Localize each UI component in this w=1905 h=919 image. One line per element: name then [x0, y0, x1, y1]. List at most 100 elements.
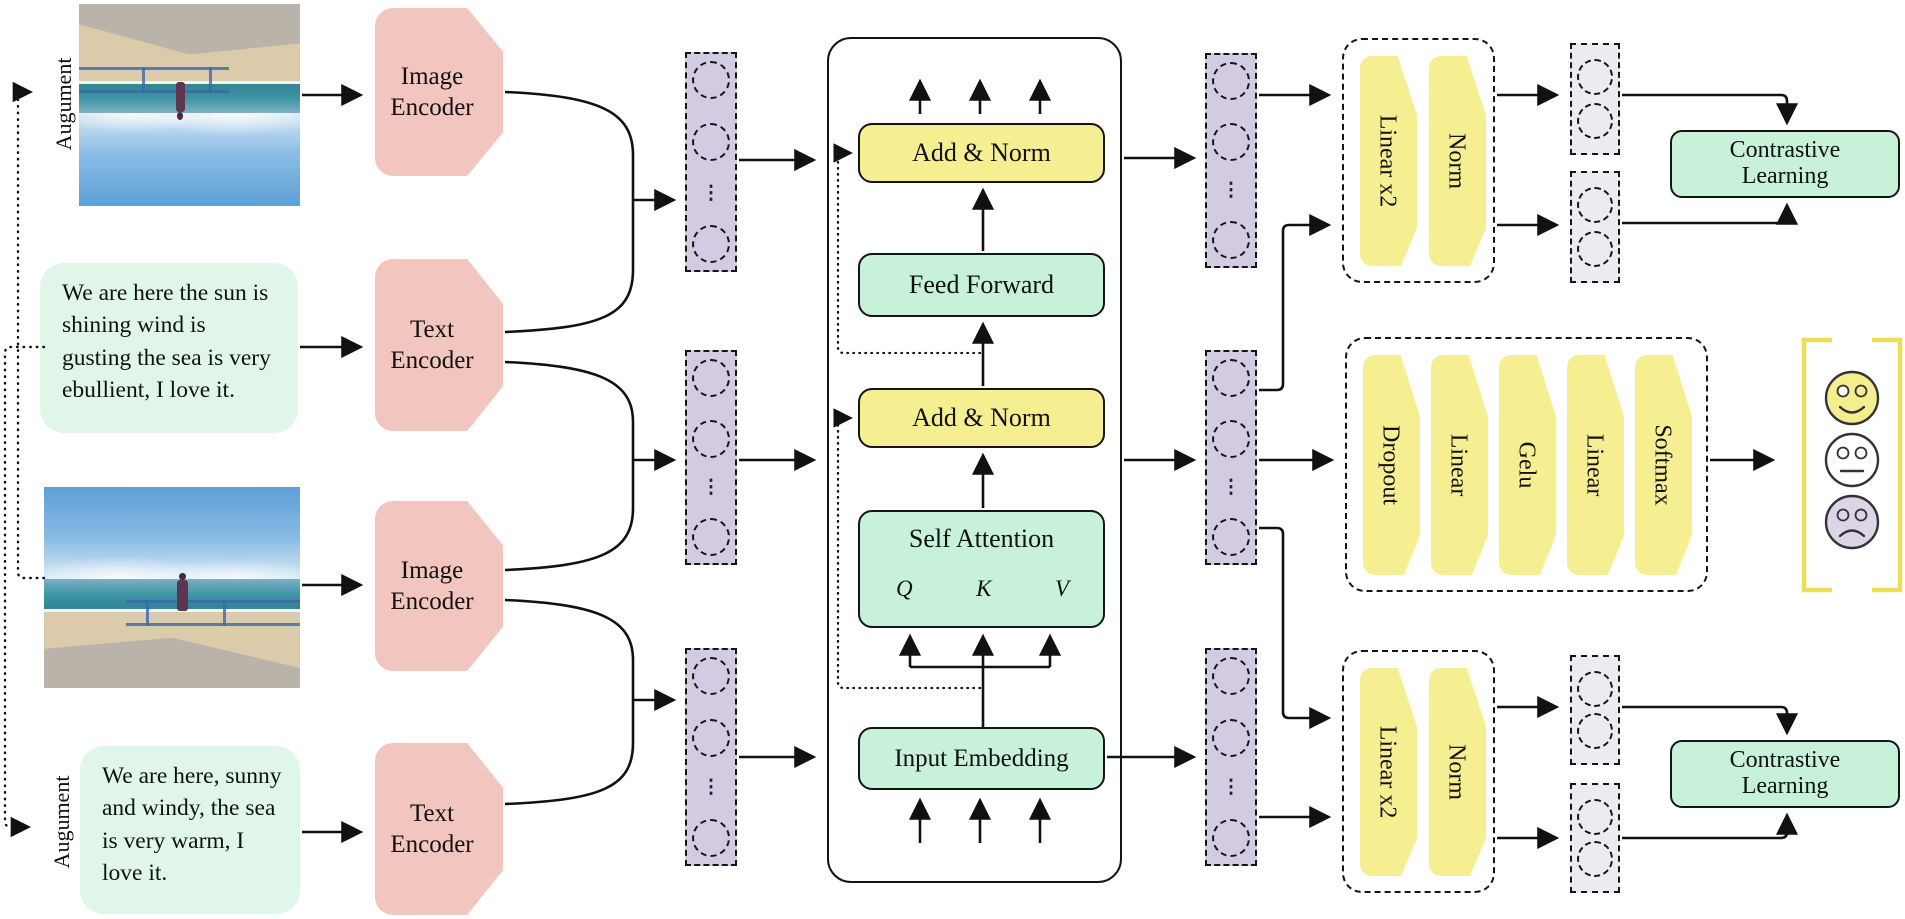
query-label: Q: [896, 576, 913, 601]
text-encoder-bottom: Text Encoder: [375, 743, 503, 915]
embedding-node: [1212, 657, 1250, 695]
photo-railing: [125, 599, 300, 626]
ellipsis-icon: ⋮: [1221, 777, 1241, 799]
embedding-node: [1577, 187, 1613, 224]
contrastive-line1: Contrastive: [1729, 137, 1841, 164]
linear-label-1: Linear: [1445, 433, 1472, 497]
fusion-embedding-column-1: ⋮: [685, 52, 737, 272]
arrow-rcol2-to-projection-top: [1259, 213, 1332, 392]
photo-person: [177, 572, 188, 611]
photo-railing-post: [146, 599, 150, 626]
output-embedding-column-1: ⋮: [1205, 53, 1257, 268]
linear-x2-label-top: Linear x2: [1374, 114, 1401, 208]
photo-railing-post: [142, 66, 146, 93]
add-norm-mid-box: Add & Norm: [858, 388, 1105, 448]
qkv-row: Q K V: [860, 576, 1103, 602]
softmax-trapezoid: [1635, 355, 1692, 575]
feature-pair-column-b: [1570, 171, 1620, 283]
image-encoder-top: Image Encoder: [375, 8, 503, 176]
norm-trapezoid-top: [1429, 56, 1486, 266]
embedding-node: [692, 517, 730, 556]
linear-trapezoid-1: [1431, 355, 1488, 575]
arrow-paira-to-contrastive: [1622, 93, 1799, 126]
gelu-label: Gelu: [1513, 441, 1540, 489]
contrastive-line2: Learning: [1741, 773, 1829, 799]
feature-pair-column-a: [1570, 43, 1620, 155]
embedding-node: [1577, 230, 1613, 267]
photo-clouds: [44, 547, 300, 580]
input-embedding-box: Input Embedding: [858, 727, 1105, 790]
photo-railing-post: [208, 66, 212, 93]
norm-label-top: Norm: [1443, 133, 1470, 189]
embedding-node: [692, 718, 730, 757]
add-norm-top-box: Add & Norm: [858, 123, 1105, 183]
dotted-augment-path-text: [3, 345, 46, 838]
embedding-node: [1212, 419, 1250, 458]
linear-x2-label-bottom: Linear x2: [1374, 725, 1401, 819]
norm-label-bottom: Norm: [1443, 744, 1470, 800]
text-encoder-top: Text Encoder: [375, 259, 503, 431]
gelu-trapezoid: [1499, 355, 1556, 575]
softmax-label: Softmax: [1649, 424, 1676, 506]
embedding-node: [1212, 359, 1250, 397]
linear-x2-trapezoid-bottom: [1360, 668, 1417, 876]
arrow-paird-to-contrastive: [1622, 812, 1799, 840]
beach-photo-augmented: [79, 4, 300, 206]
photo-foam: [44, 608, 300, 615]
arrow-rcol2-to-projection-bottom: [1259, 526, 1332, 730]
embedding-node: [1577, 798, 1613, 835]
embedding-node: [692, 419, 730, 458]
feature-pair-column-c: [1570, 655, 1620, 765]
embedding-node: [692, 123, 730, 162]
output-embedding-column-3: ⋮: [1205, 648, 1257, 866]
contrastive-line1: Contrastive: [1729, 747, 1841, 774]
embedding-node: [692, 359, 730, 397]
embedding-node: [1577, 670, 1613, 707]
ellipsis-icon: ⋮: [701, 777, 721, 799]
augment-label-bottom: Augument: [49, 775, 74, 869]
photo-clouds: [79, 113, 300, 146]
embedding-node: [692, 657, 730, 695]
ellipsis-icon: ⋮: [701, 182, 721, 204]
linear-label-2: Linear: [1581, 433, 1608, 497]
embedding-node: [1577, 102, 1613, 139]
photo-railing-post: [223, 599, 227, 626]
embedding-node: [692, 224, 730, 263]
image-encoder-bottom: Image Encoder: [375, 501, 503, 671]
norm-trapezoid-bottom: [1429, 668, 1486, 876]
embedding-node: [1577, 59, 1613, 96]
embedding-node: [692, 818, 730, 857]
key-label: K: [976, 576, 992, 601]
contrastive-line2: Learning: [1741, 163, 1829, 189]
feed-forward-box: Feed Forward: [858, 253, 1105, 317]
ellipsis-icon: ⋮: [701, 477, 721, 499]
brace-encoders-2: [504, 360, 635, 572]
ellipsis-icon: ⋮: [1221, 477, 1241, 499]
embedding-node: [1577, 841, 1613, 878]
linear-x2-trapezoid-top: [1360, 56, 1417, 266]
feature-pair-column-d: [1570, 783, 1620, 893]
contrastive-learning-box-bottom: Contrastive Learning: [1670, 740, 1900, 808]
embedding-node: [1212, 517, 1250, 556]
bracket-right: [1872, 337, 1903, 593]
embedding-node: [1212, 220, 1250, 259]
ellipsis-icon: ⋮: [1221, 180, 1241, 202]
linear-trapezoid-2: [1567, 355, 1624, 575]
sentiment-output-group: [1801, 337, 1903, 593]
contrastive-learning-box-top: Contrastive Learning: [1670, 130, 1900, 198]
embedding-node: [1212, 818, 1250, 857]
text-sample-bottom: We are here, sunny and windy, the sea is…: [80, 746, 300, 914]
self-attention-box: Self Attention Q K V: [858, 510, 1105, 628]
dropout-label: Dropout: [1377, 425, 1404, 505]
embedding-node: [1212, 62, 1250, 100]
bracket-left: [1801, 337, 1832, 593]
output-embedding-column-2: ⋮: [1205, 350, 1257, 565]
arrow-pairc-to-contrastive: [1622, 705, 1799, 736]
embedding-node: [692, 61, 730, 99]
photo-person: [175, 81, 186, 113]
fusion-embedding-column-2: ⋮: [685, 350, 737, 565]
photo-railing: [79, 66, 230, 93]
sad-face-icon: [1824, 494, 1880, 550]
augment-label-top: Augument: [51, 57, 76, 151]
